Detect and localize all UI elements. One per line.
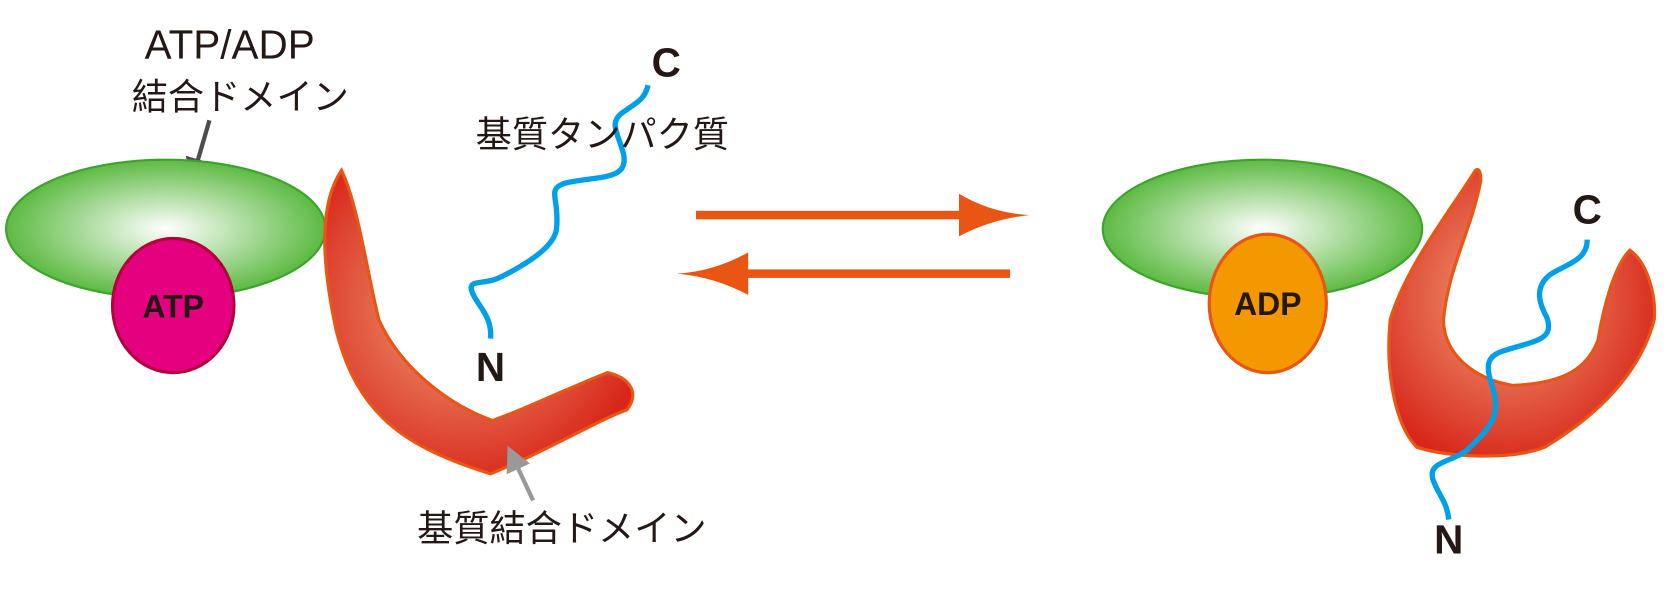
n-terminus-label: N (1434, 517, 1463, 563)
atp-adp-domain-label: ATP/ADP (145, 22, 315, 68)
pointer-arrow-icon (506, 445, 536, 502)
adp-label: ADP (1234, 286, 1301, 322)
atp-label: ATP (142, 288, 204, 324)
left-state: ATP/ADP 結合ドメイン ATP C N 基質タンパク質 基質結合ドメイン (4, 22, 729, 550)
substrate-protein-strand-bound (1429, 239, 1590, 520)
atp-molecule (110, 236, 236, 375)
c-terminus-label: C (652, 40, 681, 86)
adp-molecule (1207, 232, 1328, 375)
c-terminus-label: C (1573, 187, 1602, 233)
binding-domain-label: 結合ドメイン (132, 76, 349, 119)
forward-arrowhead-icon (959, 193, 1030, 237)
forward-arrow-shaft (696, 210, 973, 220)
substrate-protein-label: 基質タンパク質 (476, 113, 729, 156)
reverse-arrow-shaft (735, 269, 1011, 278)
substrate-binding-domain-label: 基質結合ドメイン (417, 507, 706, 550)
n-terminus-label: N (476, 344, 505, 390)
substrate-binding-domain (323, 167, 635, 476)
equilibrium-arrows (676, 193, 1030, 295)
right-state: ADP C N (1101, 158, 1657, 563)
reverse-arrowhead-icon (676, 252, 749, 295)
substrate-binding-domain-closed (1387, 168, 1657, 458)
substrate-protein-strand (468, 84, 651, 339)
